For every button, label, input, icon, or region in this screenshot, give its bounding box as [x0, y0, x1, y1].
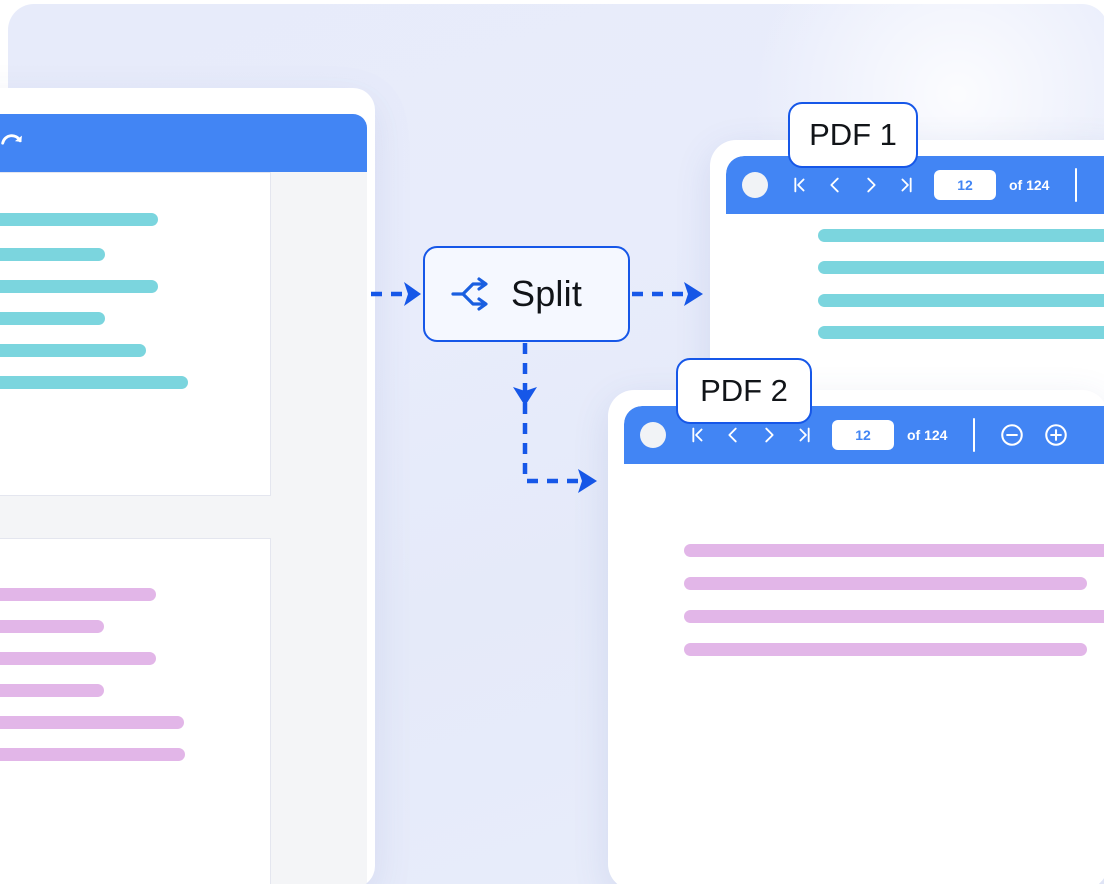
pdf-2-callout-label: PDF 2 — [700, 373, 788, 408]
text-line — [0, 588, 156, 601]
text-line — [0, 652, 156, 665]
first-page-icon[interactable] — [684, 422, 710, 448]
text-line — [818, 261, 1104, 274]
pdf-1-callout-label: PDF 1 — [809, 117, 897, 152]
pdf-viewer-2-inner: 12 of 124 — [624, 406, 1104, 884]
pdf-viewer-2: 12 of 124 — [608, 390, 1104, 884]
text-line — [0, 213, 158, 226]
split-branch-icon — [451, 277, 488, 311]
text-line — [0, 376, 188, 389]
document-page-2 — [0, 538, 271, 884]
text-line — [818, 294, 1104, 307]
text-line — [684, 610, 1104, 623]
zoom-out-icon[interactable] — [999, 422, 1025, 448]
page-total-label: of 124 — [1009, 177, 1050, 193]
text-line — [0, 344, 146, 357]
page-number-input[interactable]: 12 — [832, 420, 894, 450]
next-page-icon[interactable] — [858, 172, 884, 198]
pdf-2-callout: PDF 2 — [676, 358, 812, 424]
text-line — [0, 248, 105, 261]
last-page-icon[interactable] — [894, 172, 920, 198]
toolbar-divider — [973, 418, 976, 452]
page-total-label: of 124 — [907, 427, 948, 443]
source-window-body — [0, 172, 367, 884]
page-number-input[interactable]: 12 — [934, 170, 996, 200]
first-page-icon[interactable] — [786, 172, 812, 198]
pdf-viewer-2-page — [624, 464, 1104, 884]
source-window-titlebar — [0, 114, 367, 172]
pdf-viewer-1-nav-group — [786, 172, 920, 198]
toolbar-divider — [1075, 168, 1078, 202]
document-page-1 — [0, 172, 271, 496]
text-line — [684, 544, 1104, 557]
text-line — [0, 312, 105, 325]
text-line — [0, 620, 104, 633]
source-document-window — [0, 88, 375, 884]
redo-icon[interactable] — [0, 128, 26, 156]
pdf-viewer-2-nav-group — [684, 422, 818, 448]
text-line — [0, 684, 104, 697]
zoom-control-group — [999, 422, 1069, 448]
text-line — [684, 643, 1087, 656]
split-node-label: Split — [511, 273, 583, 314]
split-node[interactable]: Split — [423, 246, 630, 342]
last-page-icon[interactable] — [792, 422, 818, 448]
text-line — [684, 577, 1087, 590]
zoom-in-icon[interactable] — [1043, 422, 1069, 448]
window-dot-icon[interactable] — [640, 422, 666, 448]
window-dot-icon[interactable] — [742, 172, 768, 198]
pdf-1-callout: PDF 1 — [788, 102, 918, 168]
prev-page-icon[interactable] — [720, 422, 746, 448]
text-line — [0, 748, 185, 761]
text-line — [818, 326, 1104, 339]
prev-page-icon[interactable] — [822, 172, 848, 198]
text-line — [818, 229, 1104, 242]
pdf-viewer-1-toolbar: 12 of 124 — [726, 156, 1104, 214]
text-line — [0, 716, 184, 729]
next-page-icon[interactable] — [756, 422, 782, 448]
text-line — [0, 280, 158, 293]
